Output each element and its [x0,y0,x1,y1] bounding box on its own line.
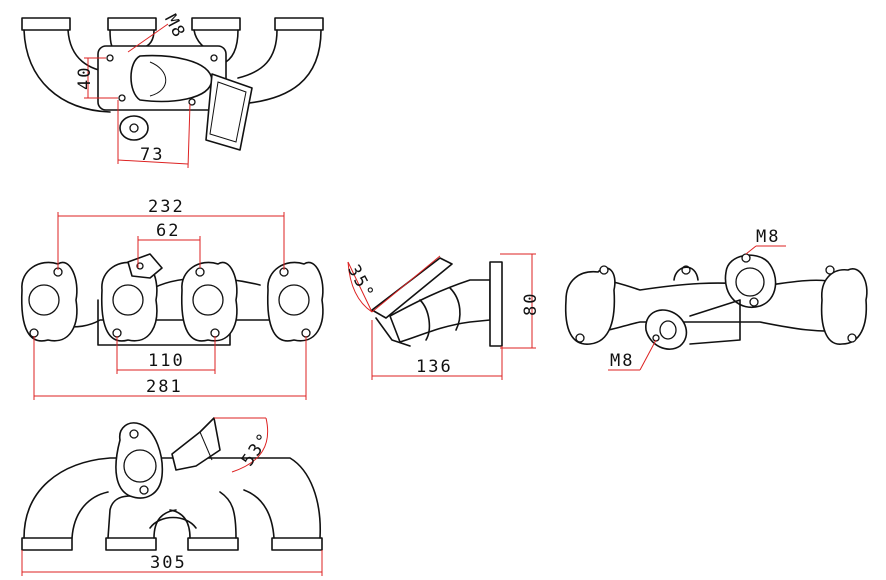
side-view: 35° 136 80 [343,253,541,380]
side-body-curve-1 [419,299,431,341]
front-dim-62-label: 62 [156,221,180,241]
front-view: 232 62 110 281 [20,197,324,400]
bottom-runner-flange-4 [271,537,323,551]
front-bolt-3b [210,328,220,338]
top-dim-73-ext2 [187,103,191,169]
top-wastegate-flange [205,73,253,151]
top-flange-bolt-1 [106,54,114,62]
rear-turbo-bolt-1 [741,253,751,263]
front-port-4 [278,284,310,316]
bottom-runner-4-inner [243,489,275,539]
top-dim-73-line [117,159,189,165]
bottom-dim-53-arc [231,417,269,473]
rear-bolt-4a [825,265,835,275]
rear-wastegate-port [659,320,677,340]
front-port-3 [192,284,224,316]
top-runner-flange-3 [191,17,241,31]
side-body-curve-2 [449,287,461,331]
top-lower-flange-hole [129,123,139,133]
side-turbo-flange [371,257,453,319]
bottom-dim-53-label: 53° [238,429,275,471]
bottom-runner-3-right [219,491,237,539]
top-view: 40 73 M8 [21,11,324,169]
top-runner-flange-2 [107,17,157,31]
front-bolt-4b [301,328,311,338]
top-dim-m8-leader [127,23,169,53]
front-bolt-3a [195,267,205,277]
rear-bottom-pipe [579,321,857,333]
side-dim-35-ext [371,255,441,313]
bottom-outer-outline [23,457,321,539]
top-runner-flange-4 [274,17,324,31]
top-turbo-port [130,54,213,103]
front-dim-110-label: 110 [148,351,185,371]
front-top-small-flange [127,253,163,279]
top-wastegate-flange-inner [209,81,247,143]
bottom-runner-flange-2 [105,537,157,551]
top-dim-m8-label: M8 [160,11,189,42]
bottom-runner-3-left [169,509,191,539]
rear-dim-m8-top-label: M8 [756,227,780,247]
side-lower-edge [375,317,411,347]
rear-top-pipe [573,279,863,301]
top-turbo-port-inner [149,61,167,97]
bottom-wastegate-pipe [171,417,221,471]
rear-dim-m8-bottom-label: M8 [610,351,634,371]
bottom-runner-2-left [107,495,131,539]
bottom-runner-flange-1 [21,537,73,551]
bottom-wastegate-edge [199,431,213,461]
front-dim-232-label: 232 [148,197,185,217]
side-dim-35-label: 35° [343,262,378,304]
rear-flange-4 [820,268,868,345]
side-dim-136-label: 136 [416,357,453,377]
bottom-turbo-bolt-2 [139,485,149,495]
bottom-runner-2-right [153,509,177,539]
rear-bolt-1a [599,265,609,275]
top-runner-flange-1 [21,17,71,31]
front-port-2 [112,284,144,316]
rear-dim-m8-bottom-leader [639,339,657,371]
bottom-runner-flange-3 [187,537,239,551]
top-dim-40-label: 40 [75,66,95,90]
rear-wastegate-pipe [689,299,741,345]
bottom-dim-305-label: 305 [150,553,187,573]
front-port-1 [28,284,60,316]
side-dim-80-label: 80 [521,292,541,316]
front-dim-281-label: 281 [146,377,183,397]
rear-bolt-4b [847,333,857,343]
top-flange-bolt-4 [188,98,196,106]
bottom-view: 53° 305 [21,417,323,576]
rear-flange-1 [564,267,616,345]
rear-turbo-bolt-2 [749,297,759,307]
top-flange-bolt-2 [210,54,218,62]
rear-bolt-1b [575,333,585,343]
bottom-runner-1-inner [71,491,109,539]
top-runner-4-inner [237,29,278,79]
side-dim-35-ref [347,261,373,313]
bottom-turbo-bolt-1 [129,429,139,439]
rear-view: M8 M8 [564,227,868,371]
top-runner-1-outer [23,29,111,113]
bottom-turbo-port [123,449,157,483]
side-runner-flange [489,261,503,347]
top-flange-bolt-3 [118,94,126,102]
bottom-center-arch [149,516,197,529]
front-bolt-1b [29,328,39,338]
front-bolt-2b [112,328,122,338]
rear-turbo-port [735,267,765,297]
rear-flange-2-top [673,266,699,281]
rear-dim-m8-top-leader [745,245,757,255]
side-dim-35-arc [347,261,373,313]
top-runner-4-outer [239,29,322,105]
top-dim-73-label: 73 [140,145,164,165]
